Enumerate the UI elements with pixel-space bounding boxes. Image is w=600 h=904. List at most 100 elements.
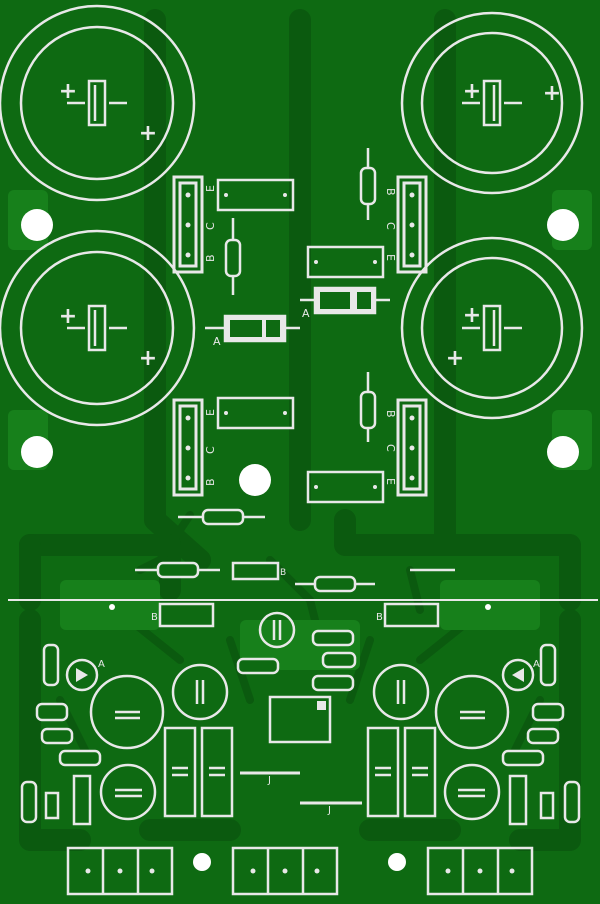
resistor (58, 749, 102, 767)
plus-mark: + (59, 79, 77, 104)
anode-label: A (98, 659, 105, 670)
pin-label-emitter: E (384, 254, 397, 261)
capacitor-ceramic (321, 651, 357, 669)
terminal-block-center (231, 846, 339, 896)
mounting-holes (21, 209, 579, 871)
small-capacitor (443, 763, 501, 821)
small-capacitor (258, 611, 296, 649)
large-capacitor (400, 11, 584, 195)
trace-bottom-left (19, 609, 91, 851)
film-capacitor (366, 726, 400, 818)
resistor (313, 575, 357, 593)
anode-label: A (213, 335, 221, 348)
transistor-lower-right (396, 398, 428, 497)
pin-label-emitter: E (384, 478, 397, 485)
resistor (526, 727, 560, 745)
mounting-hole (239, 464, 271, 496)
resistor-block (216, 396, 295, 430)
resistor (359, 390, 377, 430)
transistor-upper-right (396, 175, 428, 274)
driver-transistor (158, 602, 215, 628)
pin-labels: E C B E C B B C E B C E (204, 185, 397, 486)
small-capacitor (171, 663, 229, 721)
resistor-block (306, 470, 385, 504)
small-capacitor (372, 663, 430, 721)
jumper-label: J (327, 805, 331, 816)
large-capacitor (400, 236, 584, 420)
resistor (563, 780, 581, 824)
resistor-block (306, 245, 385, 279)
side-parts (20, 629, 581, 826)
transistor-pins (185, 192, 415, 481)
plus-mark: + (446, 346, 464, 371)
small-capacitor (434, 674, 510, 750)
mid-resistors (135, 508, 455, 593)
plus-mark: + (463, 79, 481, 104)
led (501, 658, 535, 692)
resistor (531, 702, 565, 722)
base-label: B (376, 612, 383, 623)
pin-label-collector: C (384, 222, 397, 230)
resistor (359, 166, 377, 206)
resistor (236, 657, 280, 675)
resistor (20, 780, 38, 824)
plus-mark: + (139, 121, 157, 146)
resistor (311, 629, 355, 647)
transistor-lower-left (172, 398, 204, 497)
led (65, 658, 99, 692)
large-capacitors (0, 4, 584, 427)
center-component (268, 695, 332, 744)
large-capacitor (0, 229, 196, 427)
film-capacitors (163, 726, 437, 818)
film-capacitor (200, 726, 234, 818)
terminal-block-left (66, 846, 174, 896)
resistor (539, 643, 557, 687)
plus-mark: + (59, 304, 77, 329)
trace-bottom-right (509, 609, 581, 851)
pin-label-emitter: E (204, 185, 217, 192)
diodes (205, 286, 390, 343)
plus-mark: + (139, 346, 157, 371)
bias-transistor (231, 561, 280, 581)
pin-label-collector: C (204, 446, 217, 454)
transistor-upper-left (172, 175, 204, 274)
leds (65, 658, 535, 692)
mounting-hole (388, 853, 406, 871)
terminal-blocks (66, 846, 534, 896)
resistor (156, 561, 200, 579)
plus-markings: + + + + + + + + (59, 79, 561, 371)
pin-label-base: B (204, 478, 217, 486)
copper-traces (19, 9, 581, 851)
resistor (35, 702, 69, 722)
base-label: B (151, 612, 158, 623)
resistor (42, 643, 60, 687)
pin-label-emitter: E (204, 409, 217, 416)
small-resistors (224, 148, 377, 442)
mounting-hole (547, 436, 579, 468)
jumper-label: J (267, 775, 271, 786)
diode (44, 791, 60, 820)
plus-mark: + (543, 81, 561, 106)
power-transistors (172, 175, 428, 497)
pin-label-base: B (204, 254, 217, 262)
pin-label-collector: C (204, 222, 217, 230)
via (109, 604, 115, 610)
diode (539, 791, 555, 820)
mounting-hole (193, 853, 211, 871)
via (485, 604, 491, 610)
anode-label: A (302, 307, 310, 320)
driver-transistors (158, 602, 440, 628)
resistor (224, 238, 242, 278)
base-label: B (280, 568, 286, 578)
trace-right-lower (334, 509, 581, 611)
small-capacitors (89, 611, 510, 821)
plus-mark: + (463, 303, 481, 328)
mounting-hole (547, 209, 579, 241)
pin-label-base: B (384, 188, 397, 196)
film-capacitor (403, 726, 437, 818)
mounting-hole (21, 436, 53, 468)
resistor (501, 749, 545, 767)
emitter-resistors (216, 178, 385, 504)
